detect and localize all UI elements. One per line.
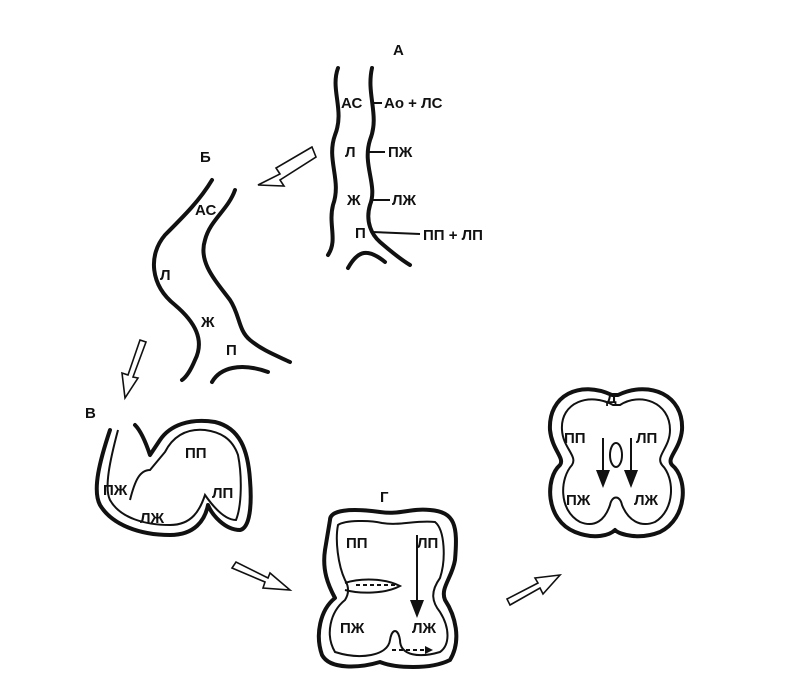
label-lzh: ЛЖ xyxy=(392,192,417,209)
label-lp: ЛП xyxy=(636,430,657,447)
transition-arrow-g-d xyxy=(505,573,563,607)
label-pp: ПП xyxy=(346,535,368,552)
label-ao-ls: Ао + ЛС xyxy=(384,95,443,112)
stage-d: Д ПП ЛП ПЖ ЛЖ xyxy=(547,387,685,539)
heart-inner-wall xyxy=(106,428,242,527)
label-p: П xyxy=(355,225,366,242)
tube-bifurcation xyxy=(210,365,270,384)
tube-left-wall xyxy=(326,66,341,257)
tube-outer-wall xyxy=(151,178,214,382)
stage-g-title: Г xyxy=(380,489,389,506)
stage-b: Б АС Л Ж П xyxy=(151,149,292,384)
heart-inner-wall xyxy=(560,398,673,525)
label-p: П xyxy=(226,342,237,359)
stage-a-title: А xyxy=(393,42,404,59)
label-lzh: ЛЖ xyxy=(412,620,437,637)
label-lzh: ЛЖ xyxy=(140,510,165,527)
flow-arrow-head-left xyxy=(624,470,638,488)
label-as: АС xyxy=(195,202,216,219)
stage-v-title: В xyxy=(85,405,96,422)
stage-v: В ПП ПЖ ЛЖ ЛП xyxy=(85,405,253,537)
tube-right-wall xyxy=(365,66,412,267)
label-pzh: ПЖ xyxy=(103,482,128,499)
tube-bifurcation xyxy=(346,251,387,270)
flow-arrow-head-right xyxy=(596,470,610,488)
label-pp-lp: ПП + ЛП xyxy=(423,227,483,244)
heart-inner-wall xyxy=(328,519,449,657)
stage-a: А АС Ао + ЛС Л ПЖ Ж ЛЖ П ПП + ЛП xyxy=(326,42,483,270)
septum-opening xyxy=(609,442,623,468)
label-zh: Ж xyxy=(200,314,215,331)
heart-outer-wall xyxy=(94,418,253,537)
heart-outer-wall xyxy=(547,387,685,539)
stage-b-title: Б xyxy=(200,149,211,166)
transition-arrow-b-v xyxy=(121,338,148,401)
label-l: Л xyxy=(160,267,171,284)
transition-arrow-v-g xyxy=(230,560,293,591)
flow-arrow-head xyxy=(410,600,424,618)
stage-g: Г ПП ЛП ПЖ ЛЖ xyxy=(316,489,459,669)
label-pzh: ПЖ xyxy=(566,492,591,509)
label-zh: Ж xyxy=(346,192,361,209)
label-lzh: ЛЖ xyxy=(634,492,659,509)
label-lp: ЛП xyxy=(212,485,233,502)
label-as: АС xyxy=(341,95,362,112)
label-pzh: ПЖ xyxy=(388,144,413,161)
stage-d-title: Д xyxy=(606,390,617,407)
transition-arrow-a-b xyxy=(257,145,317,187)
label-lp: ЛП xyxy=(417,535,438,552)
label-pp: ПП xyxy=(564,430,586,447)
label-pzh: ПЖ xyxy=(340,620,365,637)
label-l: Л xyxy=(345,144,356,161)
septum-fold xyxy=(344,578,403,594)
label-pp: ПП xyxy=(185,445,207,462)
tube-inner-wall xyxy=(201,188,292,364)
heart-outer-wall xyxy=(316,507,459,669)
